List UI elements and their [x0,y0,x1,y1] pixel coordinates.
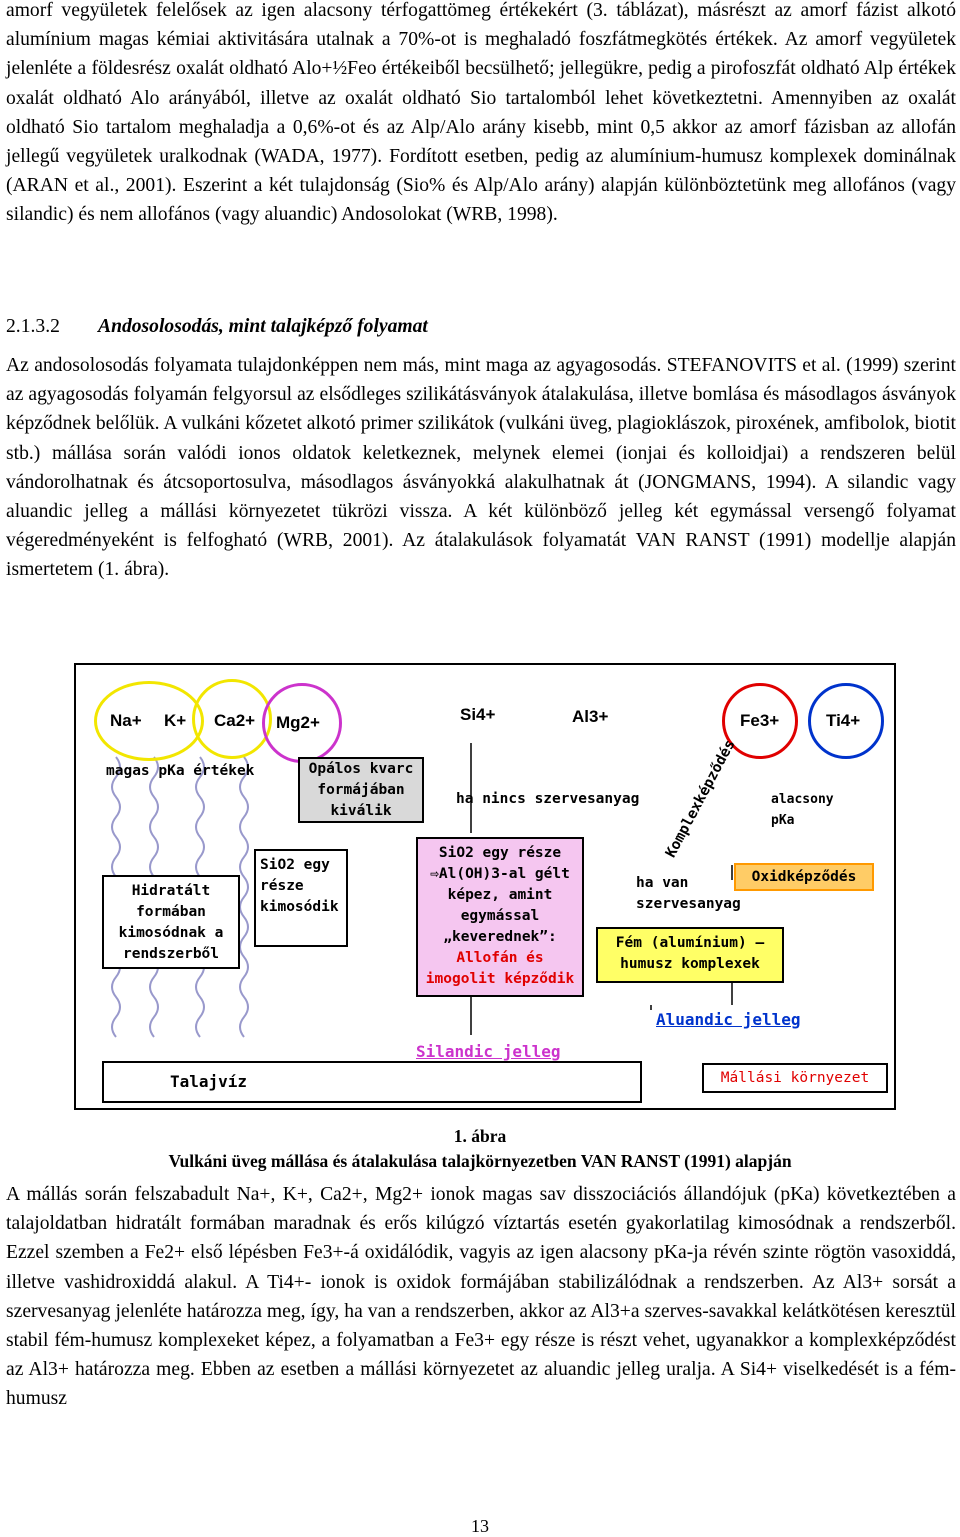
section-number: 2.1.3.2 [6,316,60,337]
opalos-kvarc-box: Opálos kvarc formájában kiválik [298,757,424,823]
ha-nincs-label: ha nincs szervesanyag [456,791,640,807]
ion-al: Al3+ [572,707,609,726]
ion-k: K+ [164,711,187,730]
magas-pka-label: magas pKa értékek [106,763,255,779]
ha-van-label: ha van szervesanyag [636,875,741,912]
silandic-label: Silandic jelleg [416,1042,561,1061]
ion-ca: Ca2+ [214,711,256,730]
figure-caption-title: Vulkáni üveg mállása és átalakulása tala… [168,1151,792,1171]
alacsony-pka-label: alacsony pKa [771,792,834,828]
paragraph-2: Az andosolosodás folyamata tulajdonképpe… [6,355,956,581]
ion-si: Si4+ [460,705,496,724]
paragraph-3: A mállás során felszabadult Na+, K+, Ca2… [6,1184,956,1410]
oxidkepzodes-box: Oxidképződés [734,863,874,891]
figure-caption-number: 1. ábra [453,1126,507,1146]
circle-ti [808,683,884,759]
page-number: 13 [471,1516,489,1536]
talajviz-box: Talajvíz [102,1061,642,1103]
aluandic-label: Aluandic jelleg [656,1010,801,1029]
section-title: Andosolosodás, mint talajképző folyamat [98,316,428,337]
ion-ti: Ti4+ [826,711,861,730]
paragraph-1: amorf vegyületek felelősek az igen alacs… [6,0,956,226]
figure-diagram: Na+ K+ Ca2+ Mg2+ Si4+ Al3+ Fe3+ Ti4+ mag… [74,663,896,1110]
wavy-arrow [239,756,249,1038]
ion-mg: Mg2+ [276,713,320,732]
fem-humusz-box: Fém (alumínium) – humusz komplexek [596,927,784,983]
ion-fe: Fe3+ [740,711,780,730]
allofan-red-text: Allofán és imogolit képződik [425,950,575,987]
allofan-text: SiO2 egy része ⇨Al(OH)3-al gélt képez, a… [430,845,570,945]
hidratalt-box: Hidratált formában kimosódnak a rendszer… [102,875,240,969]
allofan-box: SiO2 egy része ⇨Al(OH)3-al gélt képez, a… [416,837,584,997]
circle-fe [722,683,798,759]
mallasi-box: Mállási környezet [702,1063,888,1093]
ion-na: Na+ [110,711,142,730]
sio2-kimosodik-box: SiO2 egy része kimosódik [254,849,348,947]
section-heading: 2.1.3.2 Andosolosodás, mint talajképző fo… [6,312,428,341]
